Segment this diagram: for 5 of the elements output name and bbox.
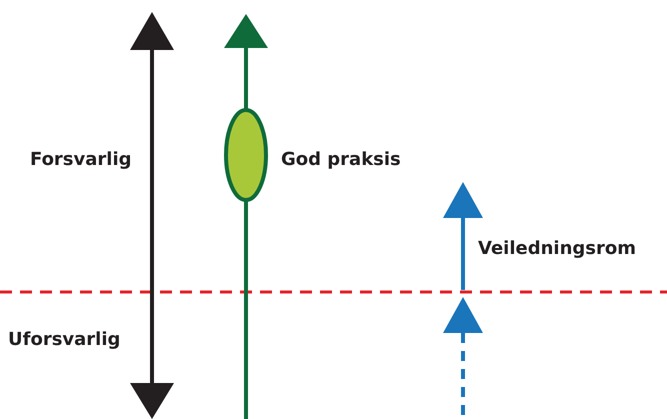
- ellipse-marker: [223, 107, 269, 203]
- zone-label: Veiledningsrom: [478, 238, 636, 260]
- node-caption: God praksis: [281, 149, 401, 171]
- zone-label: Uforsvarlig: [8, 329, 120, 351]
- zone-label: Forsvarlig: [30, 149, 132, 171]
